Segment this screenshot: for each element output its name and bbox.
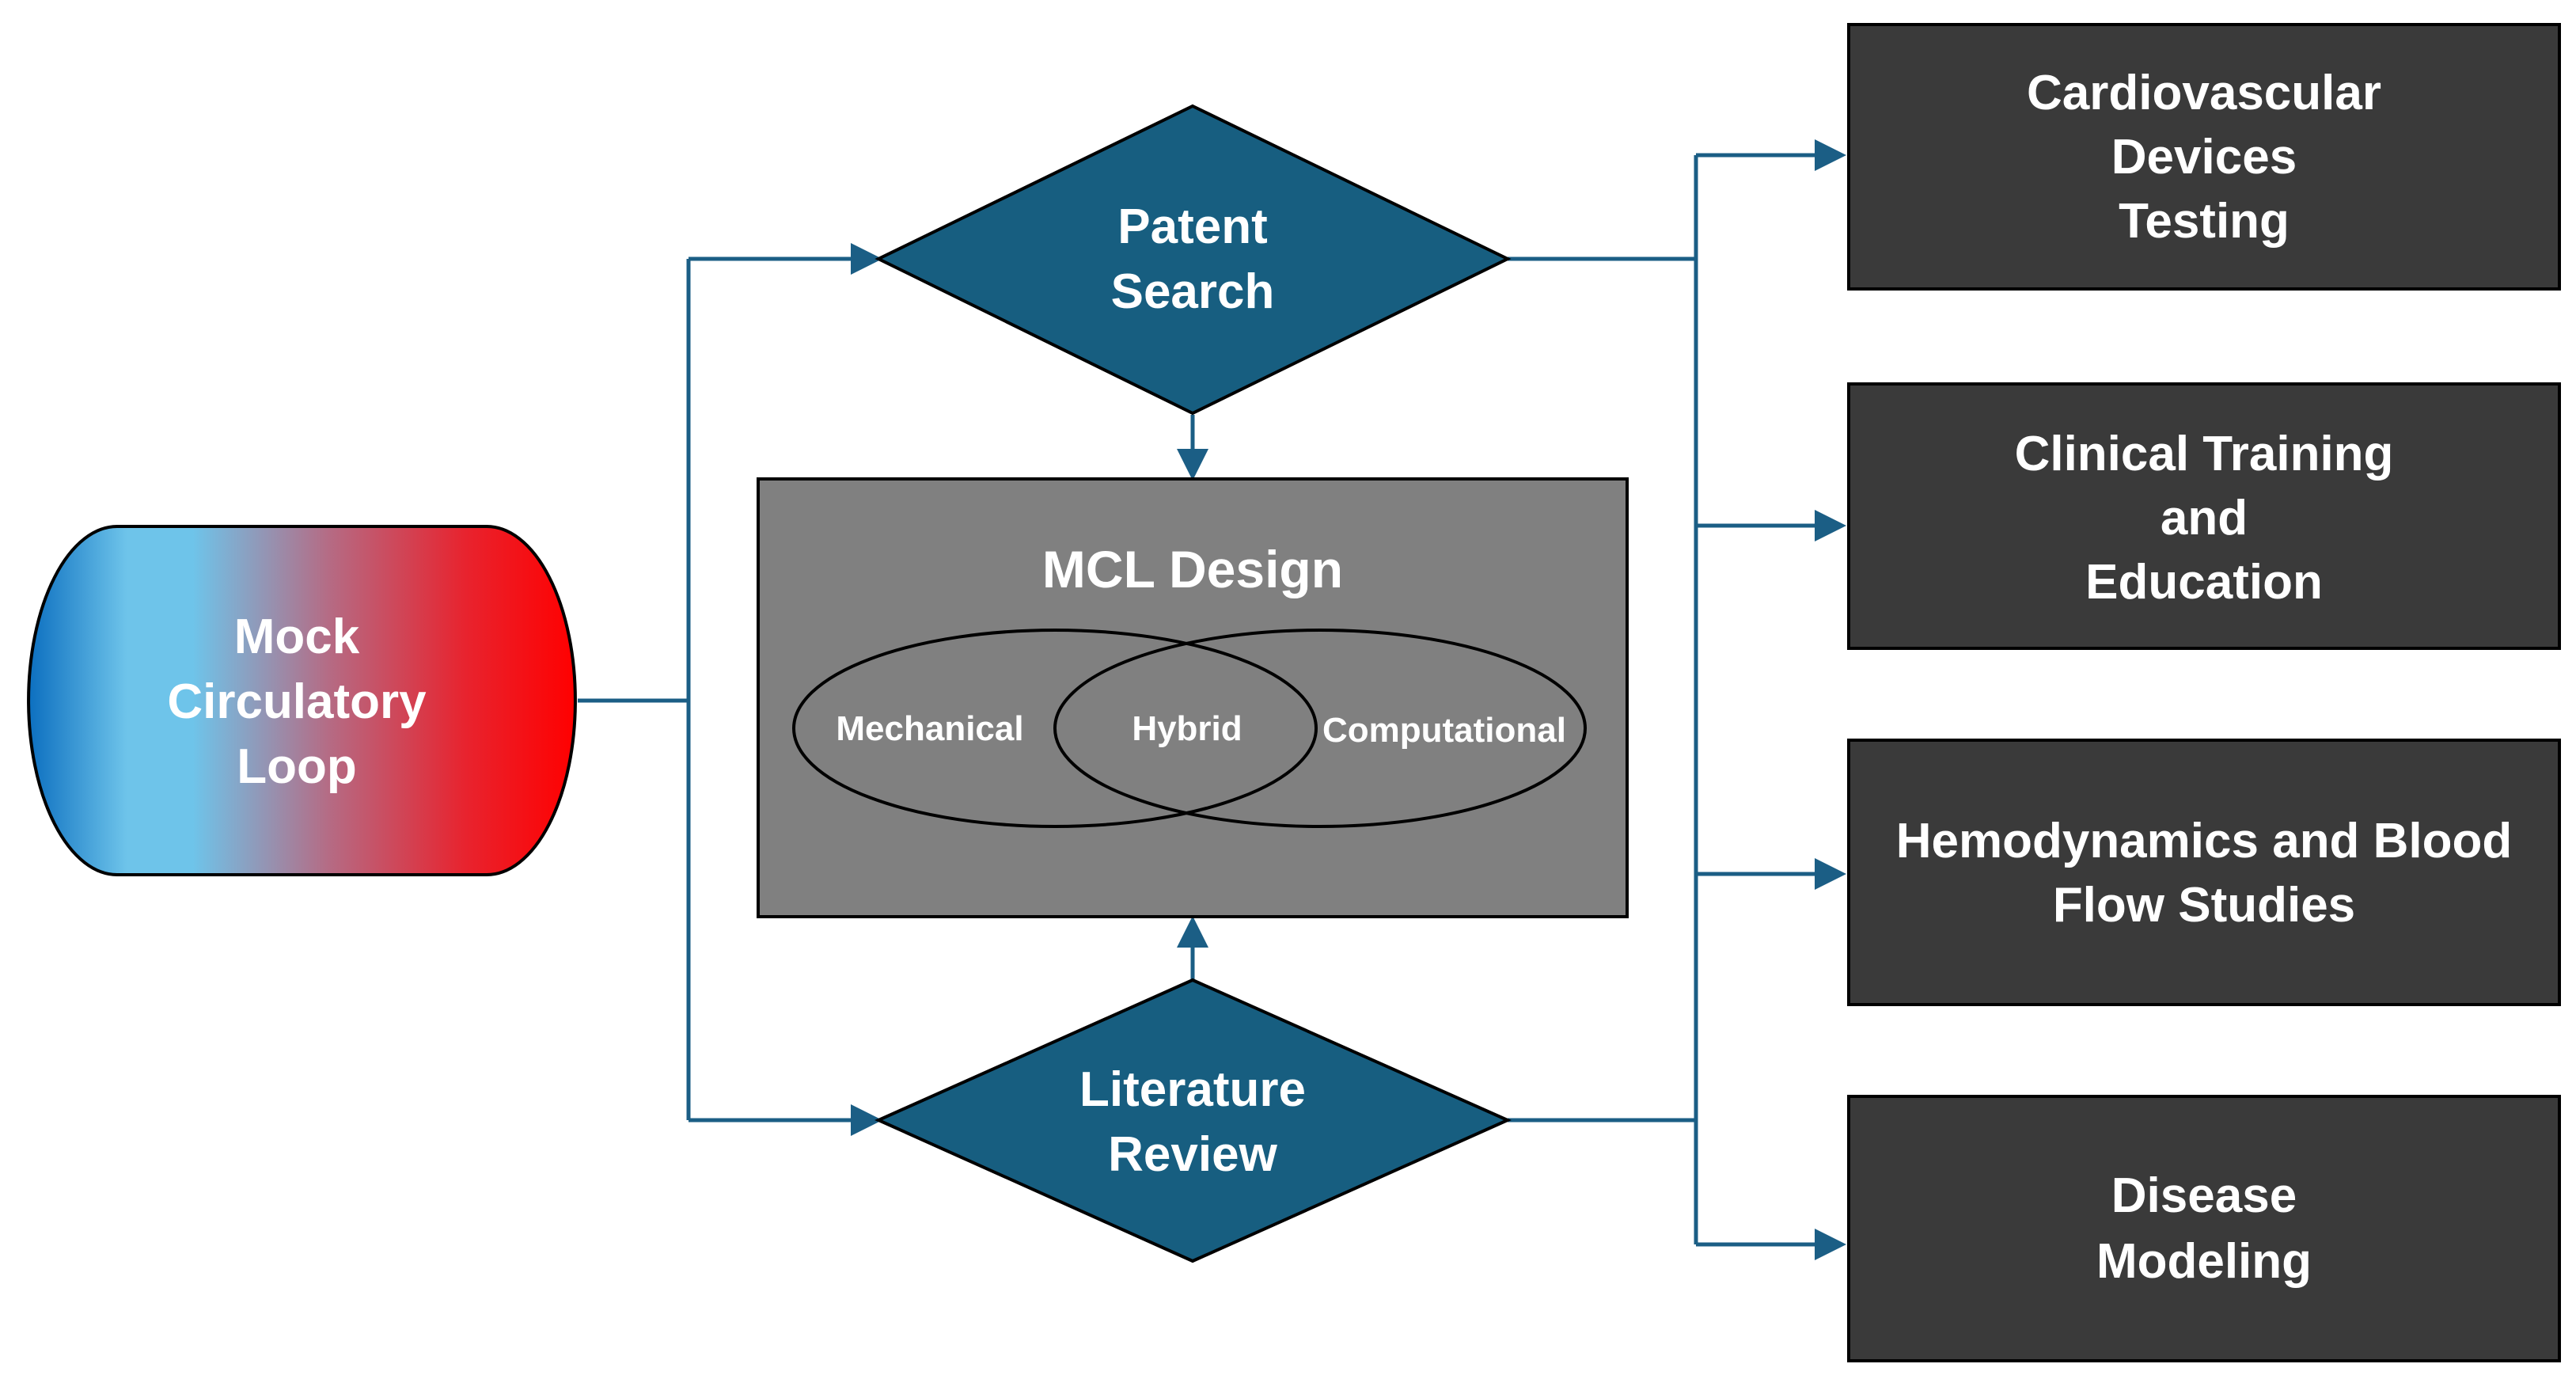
application-box-3-background bbox=[1847, 739, 2561, 1006]
mock-circulatory-loop-line-3: Loop bbox=[237, 739, 357, 794]
mechanical-ellipse bbox=[792, 629, 1318, 828]
application-box-disease-modeling: Disease Modeling bbox=[1847, 1095, 2561, 1362]
mcl-design-box: MCL Design Mechanical Hybrid Computation… bbox=[757, 477, 1629, 918]
mock-circulatory-loop-node: Mock Circulatory Loop bbox=[27, 525, 577, 876]
patent-search-line-1: Patent bbox=[1117, 199, 1267, 254]
mock-circulatory-loop-shape bbox=[27, 525, 577, 876]
application-box-3-line-2: Flow Studies bbox=[2053, 878, 2355, 933]
connectors bbox=[578, 139, 1846, 1260]
application-box-2-line-1: Clinical Training bbox=[2015, 427, 2394, 481]
patent-search-node: Patent Search bbox=[874, 104, 1512, 416]
patent-search-diamond bbox=[874, 104, 1512, 416]
application-box-2-line-3: Education bbox=[2085, 555, 2323, 610]
patent-search-line-2: Search bbox=[1111, 264, 1275, 319]
mock-circulatory-loop-line-1: Mock bbox=[234, 610, 360, 664]
application-box-hemodynamics: Hemodynamics and Blood Flow Studies bbox=[1847, 739, 2561, 1006]
application-box-2-background bbox=[1847, 382, 2561, 650]
application-box-clinical-training: Clinical Training and Education bbox=[1847, 382, 2561, 650]
application-box-4-line-2: Modeling bbox=[2096, 1234, 2312, 1289]
computational-label: Computational bbox=[1322, 711, 1566, 750]
mock-circulatory-loop-line-2: Circulatory bbox=[167, 674, 427, 729]
mechanical-label: Mechanical bbox=[836, 709, 1023, 748]
application-box-3-line-1: Hemodynamics and Blood bbox=[1896, 814, 2513, 868]
application-box-4-line-1: Disease bbox=[2111, 1168, 2297, 1223]
application-box-2-line-2: and bbox=[2161, 491, 2248, 545]
literature-review-node: Literature Review bbox=[874, 978, 1512, 1263]
literature-review-diamond bbox=[874, 978, 1512, 1263]
hybrid-label: Hybrid bbox=[1132, 709, 1242, 748]
mcl-design-title: MCL Design bbox=[1042, 540, 1343, 598]
application-box-1-background bbox=[1847, 23, 2561, 291]
literature-review-line-2: Review bbox=[1108, 1127, 1277, 1182]
application-box-1-line-1: Cardiovascular bbox=[2027, 66, 2381, 120]
application-box-1-line-3: Testing bbox=[2119, 194, 2290, 249]
literature-review-line-1: Literature bbox=[1079, 1062, 1306, 1117]
application-box-1-line-2: Devices bbox=[2111, 130, 2297, 184]
application-box-4-background bbox=[1847, 1095, 2561, 1362]
application-box-cardiovascular: Cardiovascular Devices Testing bbox=[1847, 23, 2561, 291]
mcl-design-background bbox=[757, 477, 1629, 918]
computational-ellipse bbox=[1053, 629, 1587, 828]
